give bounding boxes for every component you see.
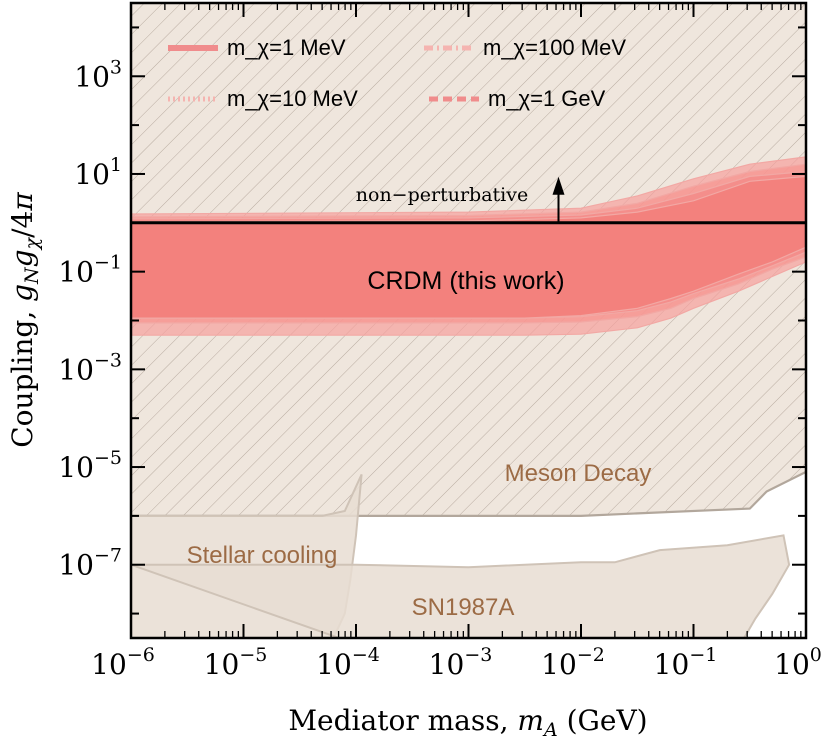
x-tick-label: 10−2 — [541, 644, 605, 681]
x-tick-label: 100 — [774, 644, 822, 681]
y-tick-label: 10−3 — [58, 349, 122, 386]
y-tick-label: 103 — [74, 56, 122, 93]
non-perturbative-label: non−perturbative — [356, 184, 528, 206]
x-tick-label: 10−3 — [429, 644, 493, 681]
y-tick-label: 10−1 — [58, 252, 122, 289]
non-perturbative-arrow — [552, 176, 565, 223]
x-tick-label: 10−4 — [316, 644, 380, 681]
x-tick-label: 10−1 — [654, 644, 718, 681]
meson-decay-label: Meson Decay — [505, 460, 652, 487]
legend-label-100mev: m_χ=100 MeV — [483, 35, 626, 60]
sn1987a-label: SN1987A — [412, 594, 515, 621]
sn1987a-region — [131, 534, 791, 638]
y-tick-label: 10−5 — [58, 447, 122, 484]
x-tick-label: 10−6 — [91, 644, 155, 681]
legend-label-1mev: m_χ=1 MeV — [227, 35, 346, 60]
y-tick-label: 101 — [74, 154, 122, 191]
arrow-head — [552, 176, 565, 195]
x-tick-label: 10−5 — [204, 644, 268, 681]
y-axis-title: Coupling, gNgχ/4π — [6, 192, 43, 448]
legend-label-1gev: m_χ=1 GeV — [488, 86, 606, 111]
x-axis-title: Mediator mass, mA (GeV) — [288, 704, 647, 741]
plot-frame — [129, 1, 808, 640]
crdm-band-4 — [131, 175, 806, 319]
y-tick-label: 10−7 — [58, 545, 122, 582]
legend: m_χ=1 MeV m_χ=100 MeV m_χ=10 MeV m_χ=1 G… — [168, 35, 626, 111]
crdm-label: CRDM (this work) — [367, 267, 564, 295]
stellar-cooling-label: Stellar cooling — [187, 542, 338, 569]
crdm-bands — [131, 156, 806, 336]
x-tick-labels: 10−6 10−5 10−4 10−3 10−2 10−1 100 — [91, 644, 822, 681]
y-tick-labels: 103 101 10−1 10−3 10−5 10−7 — [58, 56, 122, 581]
legend-label-10mev: m_χ=10 MeV — [227, 86, 358, 111]
